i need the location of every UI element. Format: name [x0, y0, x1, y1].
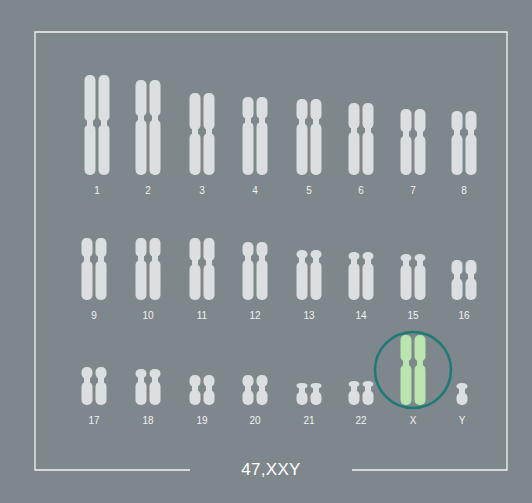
chromosome-pair: [136, 80, 161, 175]
chromosome-pair: [243, 242, 268, 300]
chromosome-pair: [452, 260, 477, 300]
chromosome-pair: [297, 250, 322, 300]
chromosome-number: 19: [196, 415, 207, 427]
chromosome-number: 20: [249, 415, 260, 427]
chromosome-pair: [82, 367, 107, 405]
chromosome-number: Y: [459, 415, 466, 427]
chromosome-pair: [349, 103, 374, 175]
chromosome-pair: [297, 383, 322, 405]
chromosome-number: 15: [407, 310, 418, 322]
chromosome-number: 16: [458, 310, 469, 322]
chromosome-number: 14: [355, 310, 366, 322]
chromosome-number: 11: [197, 310, 207, 322]
chromosome-pair: [401, 335, 426, 405]
chromosome-number: 9: [91, 310, 97, 322]
chromosome-pair: [401, 109, 426, 175]
chromosome-number: 7: [410, 185, 416, 197]
chromosome-pair: [82, 238, 107, 300]
chromosome-number: 18: [142, 415, 153, 427]
chromosome-number: 1: [94, 185, 100, 197]
chromosome-pair: [401, 254, 426, 300]
chromosome-pair: [457, 383, 468, 405]
chromosome-pair: [190, 93, 215, 175]
chromosome-pair: [136, 369, 161, 405]
chromosome-number: 12: [249, 310, 260, 322]
chromosome-number: 6: [358, 185, 364, 197]
chromosome-pair: [85, 75, 110, 175]
highlight-circle: [375, 332, 451, 408]
chromosome-number: 10: [142, 310, 153, 322]
chromosome-pair: [136, 238, 161, 300]
chromosome-pair: [349, 381, 374, 405]
karyotype-caption: 47,XXY: [241, 460, 300, 480]
chromosome-number: 22: [355, 415, 366, 427]
chromosome-number: X: [410, 415, 417, 427]
chromosome-pair: [243, 375, 268, 405]
chromosome-number: 17: [88, 415, 99, 427]
chromosome-number: 8: [461, 185, 467, 197]
chromosome-number: 13: [303, 310, 314, 322]
chromosome-pair: [190, 375, 215, 405]
chromosome-pair: [243, 97, 268, 175]
chromosome-number: 3: [199, 185, 205, 197]
chromosome-number: 5: [306, 185, 312, 197]
chromosome-pair: [297, 99, 322, 175]
chromosome-pair: [349, 252, 374, 300]
chromosome-pair: [190, 238, 215, 300]
chromosome-number: 2: [145, 185, 151, 197]
chromosome-pair: [452, 111, 477, 175]
frame-line: [35, 32, 507, 470]
chromosome-number: 4: [252, 185, 258, 197]
chromosome-number: 21: [303, 415, 314, 427]
